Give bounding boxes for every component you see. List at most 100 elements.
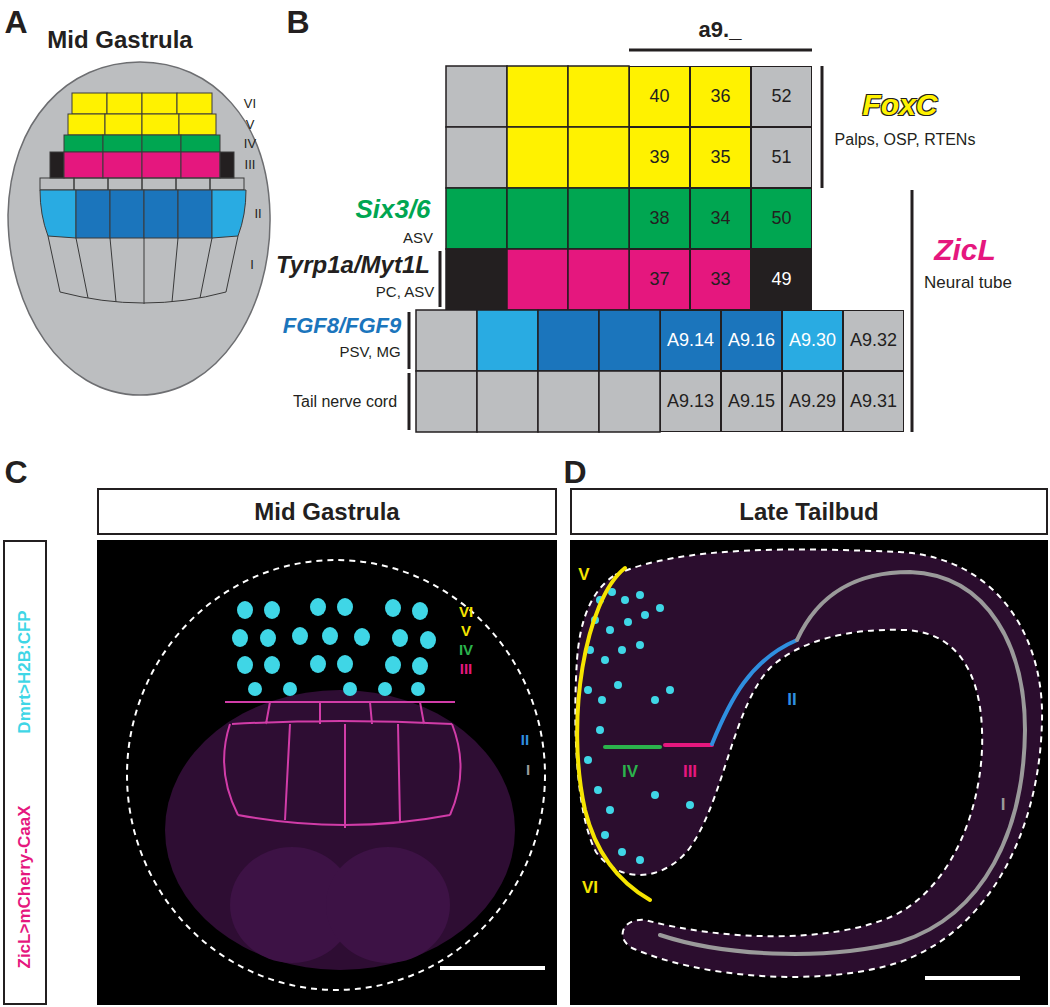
cyan-nucleus-part (686, 801, 694, 809)
lineage-cell: A9.16 (721, 310, 782, 371)
panel-a-cells-part (181, 135, 220, 152)
cyan-nucleus-part (411, 682, 425, 696)
lineage-grid-cells-part (477, 310, 538, 371)
cell-text: A9.14 (667, 330, 714, 351)
cyan-nucleus-part (624, 618, 632, 626)
cyan-nucleus-part (598, 696, 606, 704)
panel-a-cells-part (181, 152, 220, 178)
cyan-nucleus (584, 588, 694, 864)
channel-name: Dmrt>H2B:CFP (15, 610, 35, 733)
lineage-grid-cells-part (416, 310, 477, 371)
fate-note: PSV, MG (339, 343, 400, 360)
lineage-cell: A9.29 (782, 371, 843, 432)
cell-text: 35 (710, 147, 730, 168)
cyan-nucleus-part (651, 696, 659, 704)
row-numeral: II (521, 731, 529, 748)
lineage-cell: A9.31 (843, 371, 904, 432)
gene-name: Six3/6 (355, 195, 430, 225)
row-numeral: II (254, 207, 261, 222)
row-numeral: III (460, 660, 473, 677)
region-line-part (605, 745, 660, 749)
panel-a-cells-part (103, 152, 142, 178)
cyan-nucleus-part (385, 656, 401, 674)
cell-text: 33 (710, 269, 730, 290)
panel-a-embryo-part (8, 62, 270, 395)
panel-header: Mid Gastrula (97, 488, 557, 535)
cell-text: 34 (710, 208, 730, 229)
row-numeral: IV (622, 762, 638, 782)
cyan-nucleus-part (310, 655, 326, 673)
row-numeral: II (787, 690, 796, 710)
panel-letter: D (563, 454, 586, 491)
lineage-grid-cells-part (599, 310, 660, 371)
panel-a-cells-part (178, 190, 212, 238)
cell-text: A9.16 (728, 330, 775, 351)
gene-name: Tyrp1a/Myt1L (276, 251, 430, 279)
row-numeral: IV (459, 641, 473, 658)
panel-a-cells-part (64, 135, 103, 152)
panel-a-cells-part (72, 93, 107, 114)
panel-a-cells-part (40, 190, 76, 238)
cyan-nucleus-part (385, 599, 401, 617)
lineage-cell: 36 (690, 66, 751, 127)
panel-a-cells-part (144, 190, 178, 238)
cyan-nucleus-part (594, 786, 602, 794)
lineage-grid-cells-part (568, 188, 629, 249)
bracket-bar (409, 50, 912, 432)
cyan-nucleus-part (248, 682, 262, 696)
row-numeral: I (1001, 795, 1006, 815)
lineage-grid-cells-part (538, 310, 599, 371)
cyan-nucleus (232, 598, 436, 696)
fate-note: PC, ASV (376, 283, 434, 300)
bracket-bar-part (408, 373, 411, 430)
lineage-grid-cells-part (568, 249, 629, 310)
lineage-cell: A9.32 (843, 310, 904, 371)
row-numeral: VI (244, 97, 256, 112)
gastrula-micrograph-part (97, 540, 557, 1005)
cyan-nucleus-part (651, 791, 659, 799)
lineage-grid-cells (416, 66, 660, 432)
panel-a-cells-part (110, 190, 144, 238)
lineage-grid-cells-part (416, 371, 477, 432)
lineage-grid-cells-part (568, 66, 629, 127)
panel-a-cells-part (50, 152, 64, 178)
cell-text: A9.31 (850, 391, 897, 412)
row-numeral: V (461, 622, 471, 639)
panel-a-cells-part (212, 190, 246, 238)
bracket-bar-part (408, 312, 411, 369)
cyan-nucleus-part (636, 591, 644, 599)
cyan-nucleus-part (378, 682, 392, 696)
cyan-nucleus-part (264, 601, 280, 619)
cyan-nucleus-part (614, 681, 622, 689)
lineage-cell: A9.13 (660, 371, 721, 432)
cell-text: 39 (649, 147, 669, 168)
lineage-grid-cells-part (446, 188, 507, 249)
lineage-cell: 39 (629, 127, 690, 188)
cyan-nucleus-part (584, 756, 592, 764)
cyan-nucleus-part (337, 655, 353, 673)
cell-text: 36 (710, 86, 730, 107)
cyan-nucleus-part (264, 656, 280, 674)
cyan-nucleus-part (666, 686, 674, 694)
panel-a-cells-part (142, 114, 179, 135)
bracket-bar-part (439, 251, 442, 307)
lineage-grid-cells-part (507, 249, 568, 310)
cyan-nucleus-part (636, 856, 644, 864)
lineage-cell: 49 (751, 249, 812, 310)
cyan-nucleus-part (283, 682, 297, 696)
cyan-nucleus-part (237, 601, 253, 619)
cyan-nucleus-part (601, 831, 609, 839)
panel-header: Late Tailbud (570, 488, 1048, 535)
cell-text: Late Tailbud (739, 498, 879, 526)
row-numeral: V (578, 565, 589, 585)
cyan-nucleus-part (606, 626, 614, 634)
gastrula-micrograph (97, 540, 557, 1005)
panel-a-cells-part (142, 152, 181, 178)
panel-a-cells-part (107, 93, 142, 114)
bracket-bar-part (821, 66, 824, 188)
cell-text: A9.13 (667, 391, 714, 412)
panel-a-cells-part (74, 178, 108, 190)
cyan-nucleus-part (621, 596, 629, 604)
cyan-nucleus-part (237, 656, 253, 674)
panel-a-cells-part (76, 190, 110, 238)
